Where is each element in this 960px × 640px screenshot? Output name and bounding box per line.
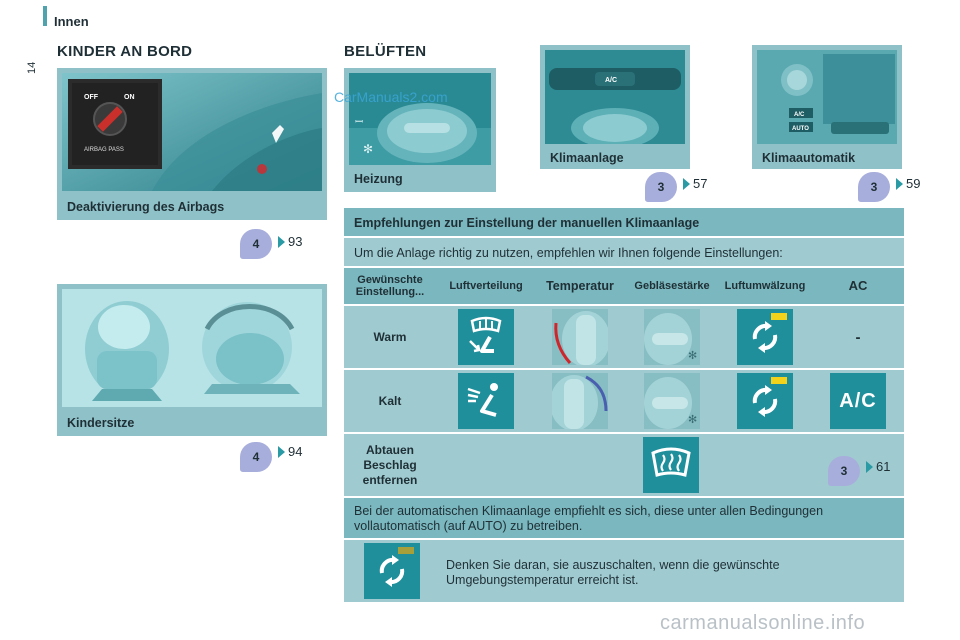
recirculation-on-icon: [737, 309, 793, 365]
abtauen-ref-arrow-icon: [866, 461, 873, 473]
page-number: 14: [26, 61, 38, 74]
table-row-warm: Warm: [344, 306, 904, 368]
abtauen-ref-badge: 3: [828, 456, 860, 486]
header-accent-bar: [43, 6, 47, 26]
klimaanlage-ac-label: A/C: [605, 77, 617, 84]
table-row-kalt: Kalt: [344, 370, 904, 432]
klimaautomatik-card: A/C AUTO Klimaautomatik: [752, 45, 902, 169]
table-title-row: Empfehlungen zur Einstellung der manuell…: [344, 208, 904, 236]
col-wish: Gewünschte Einstellung...: [355, 274, 425, 298]
klimaanlage-caption: Klimaanlage: [550, 151, 624, 165]
fan-knob-cold: ✻: [644, 373, 700, 429]
col-recirculation: Luftumwälzung: [724, 280, 806, 292]
col-temperature: Temperatur: [546, 279, 614, 293]
klimaanlage-card: A/C Klimaanlage: [540, 45, 690, 169]
temperature-knob-cold: [552, 373, 608, 429]
klimaautomatik-ac-label: A/C: [794, 112, 805, 118]
airbag-ref-page[interactable]: 93: [288, 234, 303, 249]
klimaautomatik-ref-badge: 3: [858, 172, 890, 202]
seats-ref-arrow-icon: [278, 446, 285, 458]
child-seats-photo: [62, 289, 322, 407]
klimaanlage-ref-page[interactable]: 57: [693, 176, 708, 191]
heizung-card: ꟷ ✻ Heizung: [344, 68, 496, 192]
table-auto-note-row: Bei der automatischen Klimaanlage empfie…: [344, 498, 904, 538]
airbag-ref-arrow-icon: [278, 236, 285, 248]
airbag-caption: Deaktivierung des Airbags: [67, 200, 225, 214]
svg-text:✻: ✻: [688, 349, 697, 362]
heading-kinder-an-bord: KINDER AN BORD: [57, 43, 193, 60]
airbag-pass-label: AIRBAG PASS: [84, 147, 124, 153]
abtauen-ref-page[interactable]: 61: [876, 459, 891, 474]
table-header-row: Gewünschte Einstellung... Luftverteilung…: [344, 268, 904, 304]
col-fan: Gebläsestärke: [634, 280, 710, 292]
table-intro-row: Um die Anlage richtig zu nutzen, empfehl…: [344, 238, 904, 266]
airbag-photo: OFF ON AIRBAG PASS: [62, 73, 322, 191]
heading-belueften: BELÜFTEN: [344, 43, 427, 60]
klimaautomatik-ref-arrow-icon: [896, 178, 903, 190]
airbag-ref-badge: 4: [240, 229, 272, 259]
recirculation-reminder-icon: [364, 543, 420, 599]
windshield-feet-distribution-icon: [458, 309, 514, 365]
klimaautomatik-auto-label: AUTO: [792, 126, 809, 132]
klimaanlage-ref-badge: 3: [645, 172, 677, 202]
watermark-top: CarManuals2.com: [334, 89, 448, 105]
seats-ref-page[interactable]: 94: [288, 444, 303, 459]
airbag-card: OFF ON AIRBAG PASS Deaktivierung des Air…: [57, 68, 327, 220]
heizung-photo: ꟷ ✻: [349, 73, 491, 165]
row-abtauen-label: Abtauen: [366, 442, 414, 457]
klimaautomatik-caption: Klimaautomatik: [762, 151, 856, 165]
svg-text:ꟷ: ꟷ: [355, 117, 363, 128]
header-title: Innen: [54, 14, 89, 29]
heizung-caption: Heizung: [354, 172, 403, 186]
watermark-bottom: carmanualsonline.info: [660, 612, 866, 634]
row-warm-ac: -: [855, 328, 861, 346]
recirculation-on-icon: [737, 373, 793, 429]
table-title: Empfehlungen zur Einstellung der manuell…: [354, 216, 700, 230]
child-seats-caption: Kindersitze: [67, 416, 135, 430]
col-distribution: Luftverteilung: [449, 280, 523, 292]
klimaautomatik-photo: A/C AUTO: [757, 50, 897, 144]
row-kalt-label: Kalt: [378, 393, 402, 408]
fan-knob-warm: ✻: [644, 309, 700, 365]
face-vent-distribution-icon: [458, 373, 514, 429]
svg-text:✻: ✻: [363, 142, 373, 156]
row-beschlag-label: Beschlag entfernen: [362, 457, 418, 487]
auto-note: Bei der automatischen Klimaanlage empfie…: [354, 504, 824, 533]
airbag-off-label: OFF: [84, 94, 99, 101]
klimaautomatik-ref-page[interactable]: 59: [906, 176, 921, 191]
temperature-knob-warm: [552, 309, 608, 365]
table-recirc-note-row: Denken Sie daran, sie auszuschalten, wen…: [344, 540, 904, 602]
child-seats-card: Kindersitze: [57, 284, 327, 436]
defrost-windshield-icon: [643, 437, 699, 493]
table-intro: Um die Anlage richtig zu nutzen, empfehl…: [354, 246, 783, 260]
ac-button-icon: A/C: [830, 373, 886, 429]
klimaanlage-photo: A/C: [545, 50, 685, 144]
col-ac: AC: [848, 278, 868, 293]
airbag-on-label: ON: [124, 94, 135, 101]
table-row-abtauen: Abtauen Beschlag entfernen: [344, 434, 904, 496]
svg-text:✻: ✻: [688, 413, 697, 426]
seats-ref-badge: 4: [240, 442, 272, 472]
row-warm-label: Warm: [373, 329, 407, 344]
klimaanlage-ref-arrow-icon: [683, 178, 690, 190]
recirc-note: Denken Sie daran, sie auszuschalten, wen…: [446, 558, 780, 587]
